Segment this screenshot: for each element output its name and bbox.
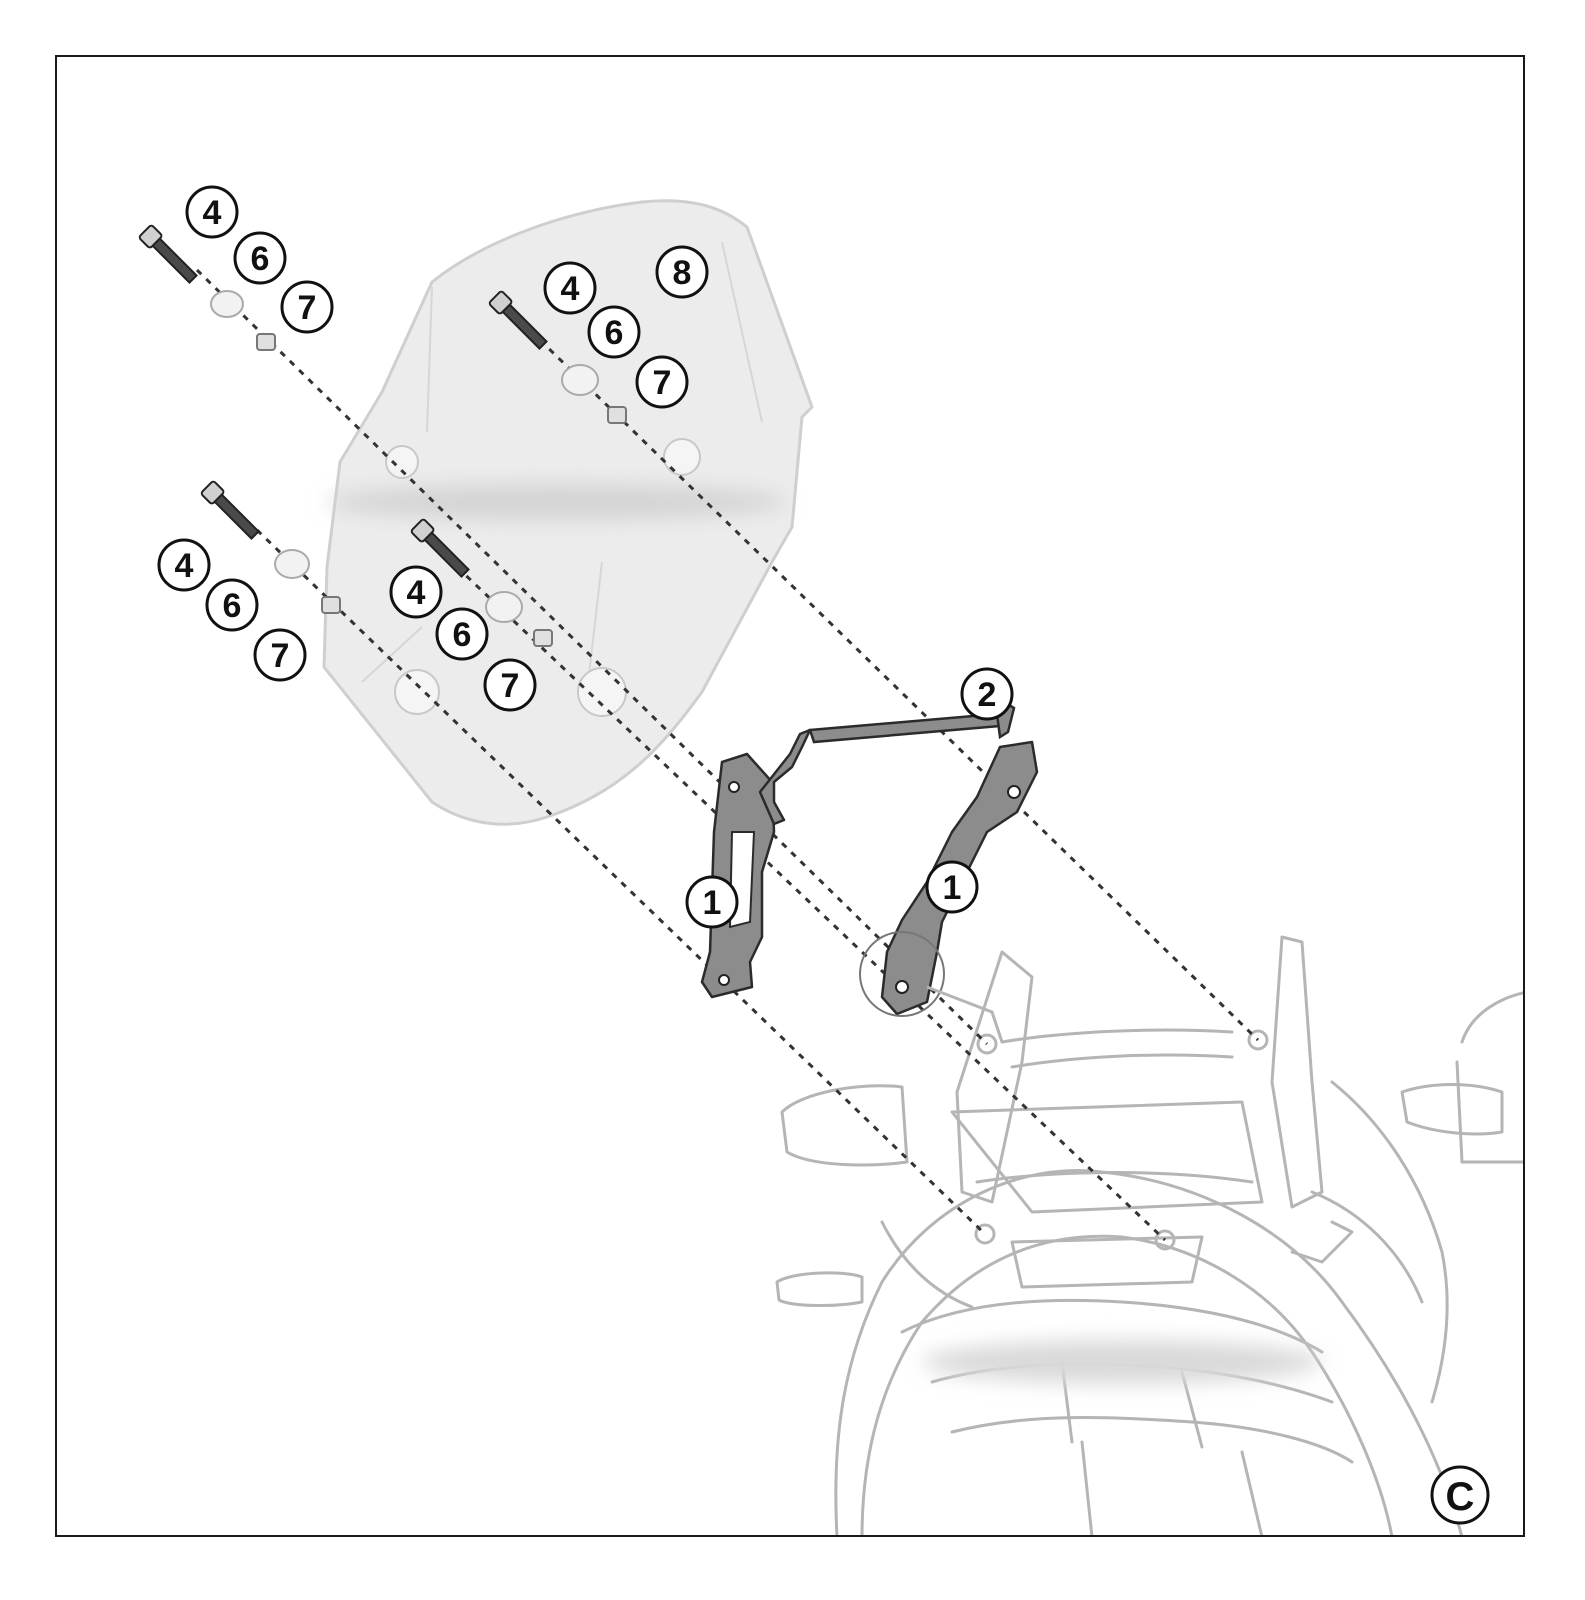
callout-number: 6 xyxy=(605,314,624,352)
callout-nut: 7 xyxy=(483,658,537,712)
panel-letter: C xyxy=(1446,1475,1475,1519)
nut-icon xyxy=(607,406,627,424)
windscreen xyxy=(322,199,814,826)
headlight-blur xyxy=(922,1340,1322,1384)
hardware-set-lower-middle xyxy=(410,518,553,647)
callout-screw: 4 xyxy=(543,261,597,315)
callout-nut: 7 xyxy=(635,355,689,409)
callout-nut: 7 xyxy=(280,280,334,334)
callout-number: 1 xyxy=(703,884,722,922)
callout-number: 1 xyxy=(943,869,962,907)
washer-icon xyxy=(274,549,310,579)
callout-number: 7 xyxy=(298,289,317,327)
nut-icon xyxy=(533,629,553,647)
callout-number: 6 xyxy=(223,587,242,625)
callout-number: 2 xyxy=(978,676,997,714)
callout-circle xyxy=(635,355,689,409)
callout-crossbar: 2 xyxy=(960,667,1014,721)
callout-screw: 4 xyxy=(389,565,443,619)
callout-number: 6 xyxy=(453,616,472,654)
callout-circle xyxy=(587,305,641,359)
callout-circle xyxy=(280,280,334,334)
callout-number: 7 xyxy=(271,637,290,675)
callout-washer: 6 xyxy=(233,231,287,285)
motorcycle-front-outline xyxy=(775,935,1523,1535)
callout-number: 7 xyxy=(653,364,672,402)
screw-icon xyxy=(410,518,470,578)
nut-icon xyxy=(321,596,341,614)
screw-icon xyxy=(200,480,260,540)
washer-icon xyxy=(210,290,244,318)
callout-screw: 4 xyxy=(157,538,211,592)
callout-circle xyxy=(435,607,489,661)
callout-bracket: 1 xyxy=(925,860,979,914)
callout-circle xyxy=(157,538,211,592)
callout-circle xyxy=(205,578,259,632)
callout-number: 4 xyxy=(561,270,580,308)
callout-circle xyxy=(543,261,597,315)
screw-icon xyxy=(488,290,548,350)
callout-windscreen: 8 xyxy=(655,245,709,299)
crossbar xyxy=(758,700,1016,826)
callout-washer: 6 xyxy=(435,607,489,661)
callout-number: 4 xyxy=(175,547,194,585)
nut-icon xyxy=(256,333,276,351)
hardware-set-lower-left xyxy=(200,480,341,614)
washer-icon xyxy=(561,364,599,396)
callout-circle xyxy=(253,628,307,682)
callout-circle xyxy=(925,860,979,914)
callout-circle xyxy=(655,245,709,299)
callout-circle xyxy=(685,875,739,929)
callout-nut: 7 xyxy=(253,628,307,682)
panel-letter-callout: C xyxy=(1430,1465,1490,1525)
callout-number: 8 xyxy=(673,254,692,292)
washer-icon xyxy=(485,591,523,623)
callout-circle xyxy=(389,565,443,619)
callout-bracket: 1 xyxy=(685,875,739,929)
hardware-set-top-left xyxy=(138,224,276,351)
screw-icon xyxy=(138,224,198,284)
callout-circle xyxy=(960,667,1014,721)
callout-number: 6 xyxy=(251,240,270,278)
callout-screw: 4 xyxy=(185,185,239,239)
callout-number: 7 xyxy=(501,667,520,705)
callout-circle xyxy=(483,658,537,712)
callout-circle xyxy=(185,185,239,239)
hardware-set-top-right xyxy=(488,290,627,424)
callout-circle xyxy=(233,231,287,285)
callout-number: 4 xyxy=(203,194,222,232)
callout-washer: 6 xyxy=(205,578,259,632)
callout-washer: 6 xyxy=(587,305,641,359)
callout-number: 4 xyxy=(407,574,426,612)
assembly-guide-lines xyxy=(195,268,1260,1242)
